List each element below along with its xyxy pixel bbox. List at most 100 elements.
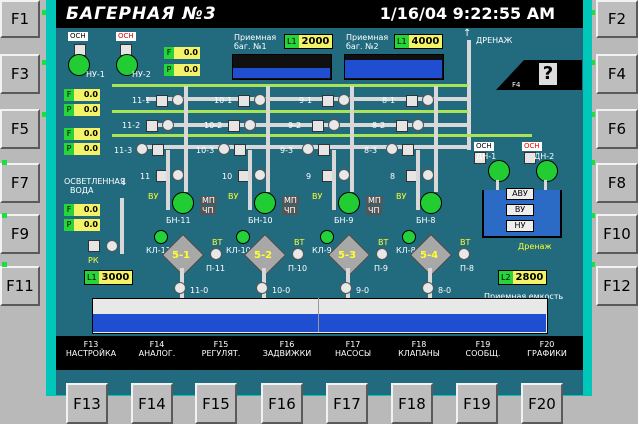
f1-key[interactable]: F1 xyxy=(0,0,40,38)
valve-11[interactable] xyxy=(172,169,184,181)
valve-11-2-label: 11-2 xyxy=(122,121,141,130)
tank2-fill xyxy=(345,60,442,78)
pump-bn11-press: П-11 xyxy=(206,264,226,273)
clarified-water-arrow-icon: ↓ xyxy=(120,178,128,188)
pump-bn10-kl-valve[interactable] xyxy=(236,230,250,244)
valve-9[interactable] xyxy=(338,169,350,181)
fn-key: F15 xyxy=(213,340,229,349)
pump-bn11-icon[interactable] xyxy=(172,192,194,214)
meter-value: 0.0 xyxy=(174,47,200,59)
f19-label: F19 xyxy=(463,394,491,413)
f11-key[interactable]: F11 xyxy=(0,266,40,306)
fn-label: НАСТРОЙКА xyxy=(65,349,117,358)
valve-10-label: 10 xyxy=(222,172,233,181)
valve-10-2[interactable] xyxy=(244,119,256,131)
fn-label: НАСОСЫ xyxy=(334,349,371,358)
column-pipe-9 xyxy=(350,86,354,192)
valve-9-2[interactable] xyxy=(328,119,340,131)
valve-8-0[interactable] xyxy=(422,282,434,294)
valve-10-1-status xyxy=(238,95,250,107)
f9-label: F9 xyxy=(10,225,30,243)
rk-valve[interactable] xyxy=(106,240,118,252)
f10-key[interactable]: F10 xyxy=(596,214,638,254)
pump-bn11-mp: МП xyxy=(200,196,217,205)
valve-8[interactable] xyxy=(422,169,434,181)
valve-11-2[interactable] xyxy=(162,119,174,131)
pump-bn8-kl-valve[interactable] xyxy=(402,230,416,244)
f9-key[interactable]: F9 xyxy=(0,214,40,254)
valve-10-1[interactable] xyxy=(254,94,266,106)
meter-value: 0.0 xyxy=(74,89,100,101)
valve-11-0[interactable] xyxy=(174,282,186,294)
fn-key: F14 xyxy=(149,340,165,349)
meter-value: 0.0 xyxy=(74,128,100,140)
f15-key[interactable]: F15 xyxy=(195,383,237,424)
f20-key[interactable]: F20 xyxy=(521,383,563,424)
f14-key[interactable]: F14 xyxy=(131,383,173,424)
valve-9-3[interactable] xyxy=(302,143,314,155)
valve-10-0[interactable] xyxy=(256,282,268,294)
pump-dn1-icon[interactable] xyxy=(488,160,510,182)
f7-key[interactable]: F7 xyxy=(0,163,40,203)
pump-nu2-icon[interactable] xyxy=(116,54,138,76)
f17-key[interactable]: F17 xyxy=(326,383,368,424)
valve-9-1-label: 9-1 xyxy=(299,96,313,105)
receiving-tank-divider xyxy=(318,298,319,332)
help-button[interactable]: F4 ? xyxy=(496,60,582,90)
valve-8-3[interactable] xyxy=(386,143,398,155)
valve-9-1[interactable] xyxy=(338,94,350,106)
valve-8-1[interactable] xyxy=(422,94,434,106)
f18-key[interactable]: F18 xyxy=(391,383,433,424)
valve-11-3[interactable] xyxy=(136,143,148,155)
f8-key[interactable]: F8 xyxy=(596,163,638,203)
f19-key[interactable]: F19 xyxy=(456,383,498,424)
valve-11-3-label: 11-3 xyxy=(114,146,133,155)
pump-dn1-mode: ОСН xyxy=(474,142,494,151)
pump-nu1-icon[interactable] xyxy=(68,54,90,76)
rk-valve-status xyxy=(88,240,100,252)
f13-key[interactable]: F13 xyxy=(66,383,108,424)
valve-10[interactable] xyxy=(254,169,266,181)
receiving-capacity-label: Приемная емкость xyxy=(484,292,564,301)
meter-key: F xyxy=(164,47,174,59)
pump-nu1-mode: ОСН xyxy=(68,32,88,41)
valve-10-3-label: 10-3 xyxy=(196,146,215,155)
pump-bn9-icon[interactable] xyxy=(338,192,360,214)
f5-key[interactable]: F5 xyxy=(0,109,40,149)
f2-key[interactable]: F2 xyxy=(596,0,638,38)
pump-dn2-icon[interactable] xyxy=(536,160,558,182)
valve-9-2-label: 9-2 xyxy=(288,121,302,130)
valve-8-2[interactable] xyxy=(412,119,424,131)
drain-level-vu: ВУ xyxy=(506,204,534,216)
valve-9-0[interactable] xyxy=(340,282,352,294)
pump-bn9-kl-valve[interactable] xyxy=(320,230,334,244)
valve-10-3[interactable] xyxy=(218,143,230,155)
pump-bn10-icon[interactable] xyxy=(254,192,276,214)
clarified-water-pipe xyxy=(120,198,124,254)
drain-tank-label: Дренаж xyxy=(518,242,552,251)
f3-key[interactable]: F3 xyxy=(0,54,40,94)
valve-11-1[interactable] xyxy=(172,94,184,106)
pump-bn8-icon[interactable] xyxy=(420,192,442,214)
valve-8-1-status xyxy=(406,95,418,107)
f12-key[interactable]: F12 xyxy=(596,266,638,306)
f11-led xyxy=(2,262,7,267)
pump-bn10-press-gauge xyxy=(292,248,304,260)
f6-key[interactable]: F6 xyxy=(596,109,638,149)
f16-key[interactable]: F16 xyxy=(261,383,303,424)
pump-bn11-kl-valve[interactable] xyxy=(154,230,168,244)
f4-key[interactable]: F4 xyxy=(596,54,638,94)
